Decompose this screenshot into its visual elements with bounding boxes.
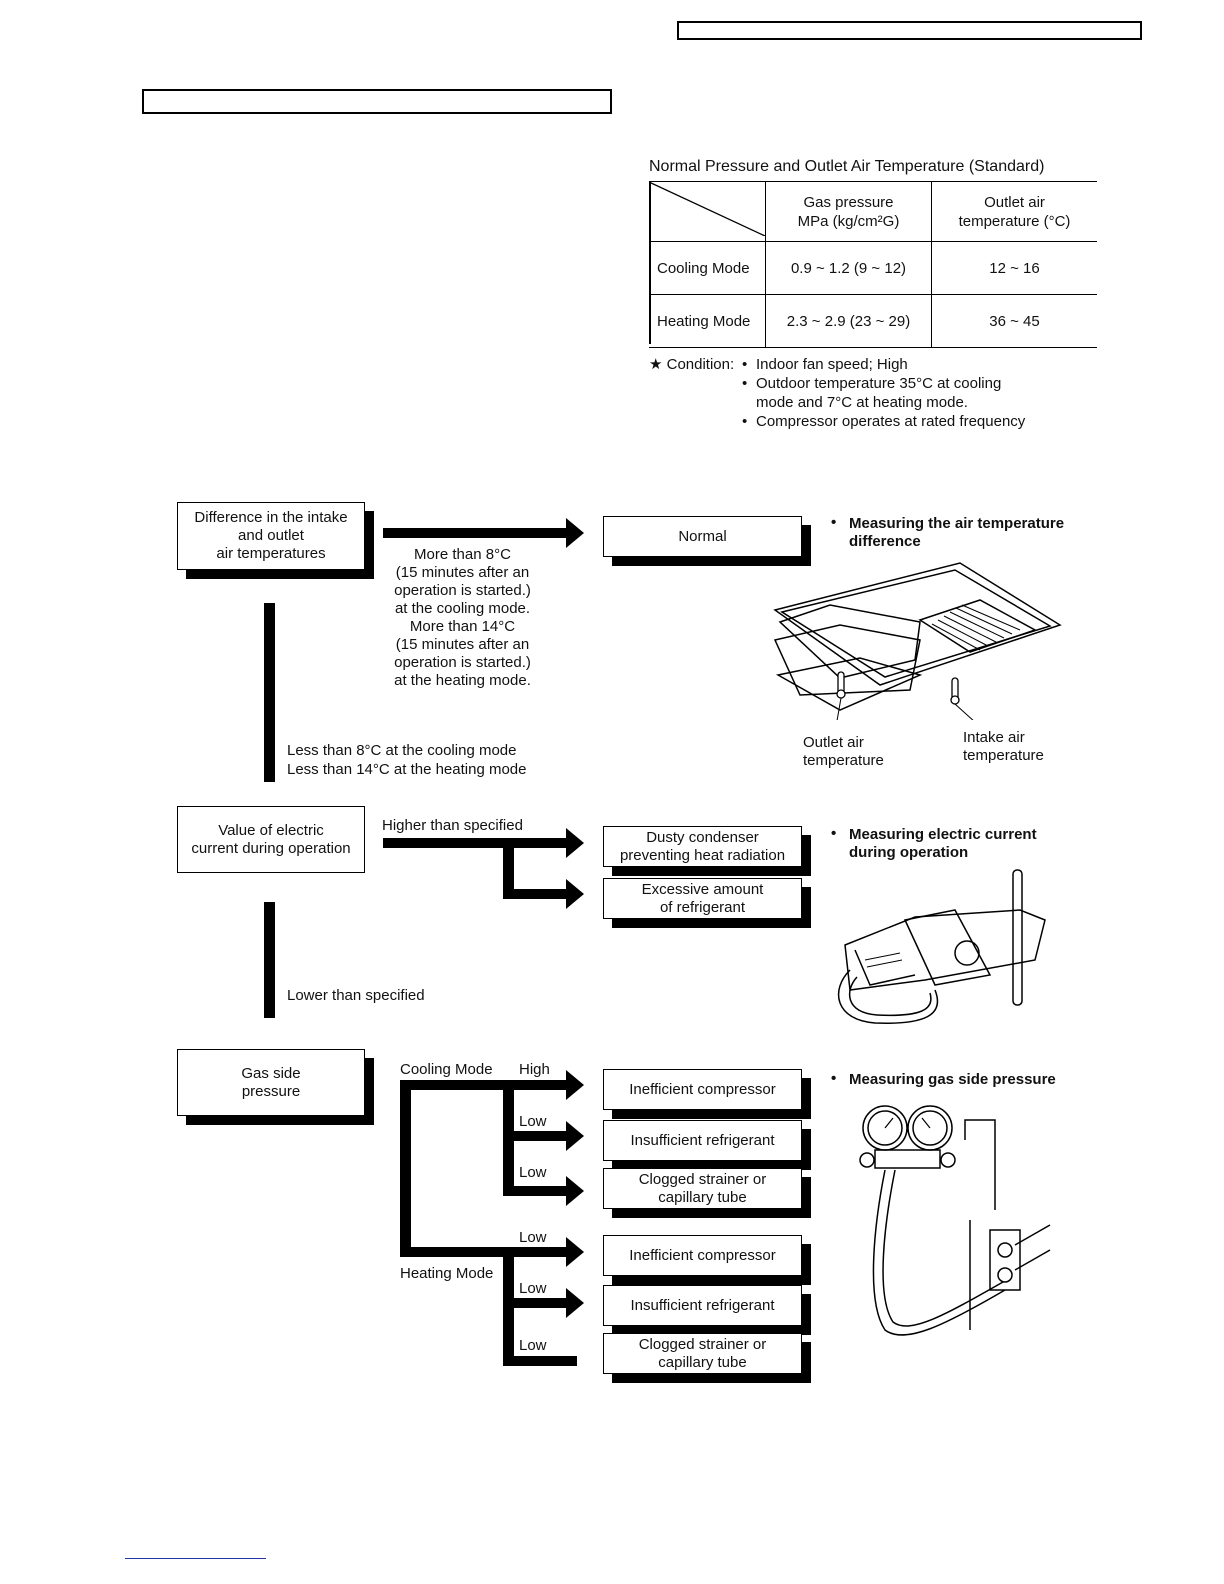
measure-bullet: • [831, 825, 837, 842]
outlet-temp-header: Outlet air temperature (°C) [931, 181, 1097, 242]
table-left-border [649, 181, 651, 344]
low-label: Low [519, 1113, 547, 1130]
diagonal-cell [648, 181, 766, 242]
outlet-air-label: Outlet air temperature [803, 734, 884, 769]
header-title-box [677, 21, 1142, 40]
result-insufficient-refrigerant: Insufficient refrigerant [603, 1285, 802, 1326]
gas-pressure-header: Gas pressure MPa (kg/cm²G) [765, 181, 932, 242]
gauge-manifold-illustration [859, 1105, 1051, 1336]
clamp-meter-illustration [837, 869, 1046, 1024]
electric-current-box: Value of electric current during operati… [177, 806, 365, 873]
diagonal-line [648, 181, 766, 237]
table-row: Heating Mode 2.3 ~ 2.9 (23 ~ 29) 36 ~ 45 [649, 294, 1097, 348]
result-excessive-refrigerant: Excessive amount of refrigerant [603, 878, 802, 919]
gas-side-pressure-box: Gas side pressure [177, 1049, 365, 1116]
heating-mode-label: Heating Mode [400, 1265, 494, 1282]
row-pressure: 2.3 ~ 2.9 (23 ~ 29) [765, 294, 932, 348]
result-clogged-strainer: Clogged strainer or capillary tube [603, 1333, 802, 1374]
table-title: Normal Pressure and Outlet Air Temperatu… [649, 158, 1045, 175]
air-conditioner-illustration [773, 562, 1062, 720]
low-label: Low [519, 1280, 547, 1297]
measure-bullet: • [831, 514, 837, 531]
condition-label: ★ Condition: [649, 356, 735, 373]
measure-bullet: • [831, 1070, 837, 1087]
section-title-box [142, 89, 612, 114]
condition-item: Indoor fan speed; High [756, 356, 908, 373]
measure-gas-pressure-title: Measuring gas side pressure [849, 1071, 1056, 1088]
row-mode: Cooling Mode [649, 241, 766, 295]
cooling-mode-label: Cooling Mode [400, 1061, 493, 1078]
result-dusty-condenser: Dusty condenser preventing heat radiatio… [603, 826, 802, 867]
condition-bullet: • [742, 356, 748, 373]
condition-bullet: • [742, 413, 748, 430]
pressure-table: Gas pressure MPa (kg/cm²G) Outlet air te… [648, 181, 1097, 348]
measure-air-temp-title: Measuring the air temperature difference [849, 515, 1065, 550]
result-insufficient-refrigerant: Insufficient refrigerant [603, 1120, 802, 1161]
air-temp-difference-box: Difference in the intake and outlet air … [177, 502, 365, 570]
higher-than-specified: Higher than specified [382, 817, 523, 834]
condition-item: Outdoor temperature 35°C at cooling mode… [756, 375, 1002, 411]
result-inefficient-compressor: Inefficient compressor [603, 1235, 802, 1276]
row-mode: Heating Mode [649, 294, 766, 348]
table-row: Cooling Mode 0.9 ~ 1.2 (9 ~ 12) 12 ~ 16 [649, 241, 1097, 295]
measure-current-title: Measuring electric current during operat… [849, 826, 1037, 861]
row-temp: 36 ~ 45 [931, 294, 1097, 348]
condition-bullet: • [742, 375, 748, 392]
low-label: Low [519, 1164, 547, 1181]
footer-link-line [125, 1558, 266, 1559]
low-label: Low [519, 1229, 547, 1246]
result-normal-box: Normal [603, 516, 802, 557]
result-inefficient-compressor: Inefficient compressor [603, 1069, 802, 1110]
lower-than-specified: Lower than specified [287, 987, 425, 1004]
row-temp: 12 ~ 16 [931, 241, 1097, 295]
table-header-row: Gas pressure MPa (kg/cm²G) Outlet air te… [648, 181, 1097, 242]
result-clogged-strainer: Clogged strainer or capillary tube [603, 1168, 802, 1209]
intake-air-label: Intake air temperature [963, 729, 1044, 764]
condition-item: Compressor operates at rated frequency [756, 413, 1026, 430]
condition-more-than: More than 8°C (15 minutes after an opera… [394, 546, 531, 689]
high-label: High [519, 1061, 550, 1078]
low-label: Low [519, 1337, 547, 1354]
condition-less-than: Less than 8°C at the cooling mode Less t… [287, 742, 527, 778]
row-pressure: 0.9 ~ 1.2 (9 ~ 12) [765, 241, 932, 295]
